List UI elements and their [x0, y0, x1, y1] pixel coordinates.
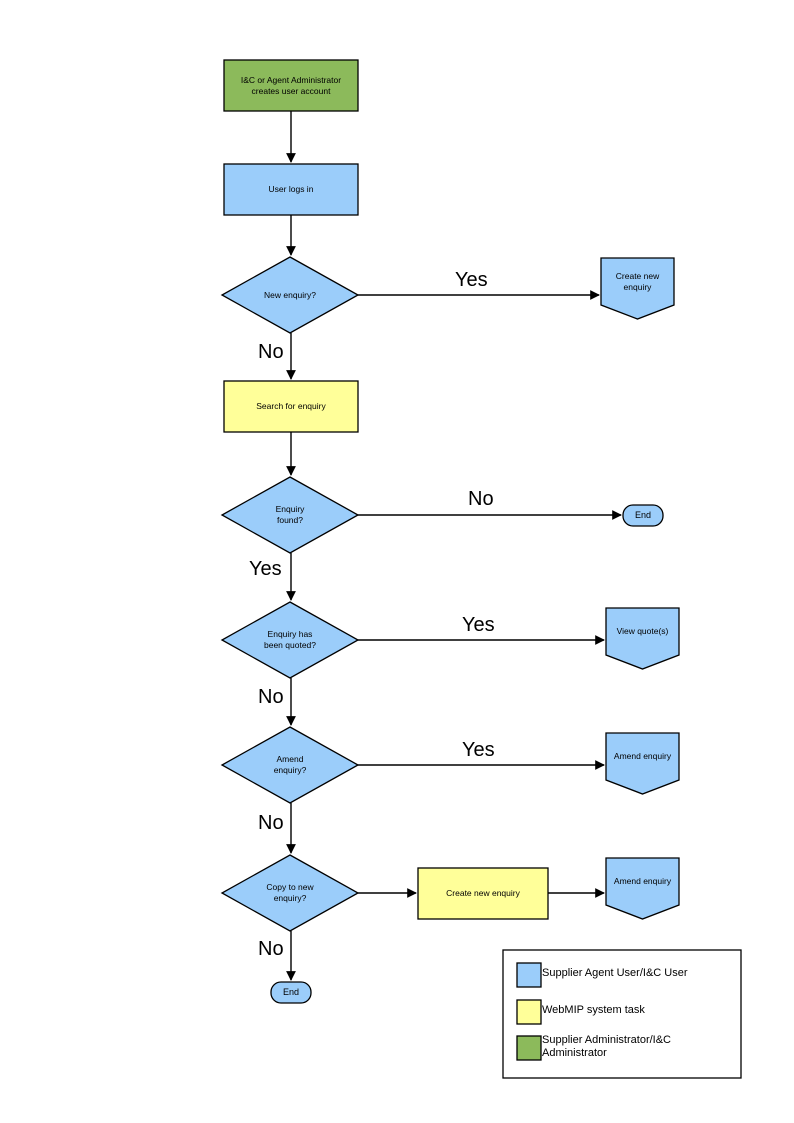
nodes — [220, 59, 680, 1004]
edge-label-no-enquiry-found: No — [468, 488, 494, 510]
node-view-quotes[interactable] — [605, 607, 680, 670]
edge-label-yes-new-enquiry: Yes — [455, 269, 488, 291]
node-new-enquiry-decision[interactable] — [220, 256, 360, 334]
edges — [286, 111, 622, 981]
edge-label-yes-enquiry-quoted: Yes — [462, 614, 495, 636]
edge-label-no-copy-to-new: No — [258, 938, 284, 960]
edge-label-no-amend-enquiry: No — [258, 812, 284, 834]
node-label-end-not-found: End — [634, 510, 651, 520]
edge-label-yes-enquiry-found: Yes — [249, 558, 282, 580]
legend-border — [502, 949, 742, 1079]
node-create-new-enquiry-top[interactable] — [600, 257, 675, 320]
legend-label-user: Supplier Agent User/I&C User — [542, 967, 688, 979]
edge-label-yes-amend-enquiry: Yes — [462, 739, 495, 761]
edge-label-no-new-enquiry: No — [258, 341, 284, 363]
node-end-final[interactable] — [270, 981, 312, 1004]
node-search-for-enquiry[interactable] — [223, 380, 359, 433]
legend-label-system: WebMIP system task — [542, 1004, 645, 1016]
node-enquiry-quoted-decision[interactable] — [220, 601, 360, 679]
node-amend-enquiry-decision[interactable] — [220, 726, 360, 804]
edge-label-no-enquiry-quoted: No — [258, 686, 284, 708]
node-amend-enquiry-action[interactable] — [605, 732, 680, 795]
legend-swatch-user — [516, 962, 542, 988]
legend-swatch-system — [516, 999, 542, 1025]
node-user-logs-in[interactable] — [223, 163, 359, 216]
node-copy-to-new-decision[interactable] — [220, 854, 360, 932]
legend-swatch-admin — [516, 1035, 542, 1061]
node-label-end-final: End — [282, 987, 299, 997]
node-admin-creates-account[interactable] — [223, 59, 359, 112]
node-end-not-found[interactable] — [622, 504, 664, 527]
node-create-new-enquiry-bottom[interactable] — [417, 867, 549, 920]
legend-label-admin: Supplier Administrator/I&C Administrator — [542, 1034, 671, 1059]
legend — [502, 949, 742, 1079]
node-enquiry-found-decision[interactable] — [220, 476, 360, 554]
node-amend-enquiry-action-2[interactable] — [605, 857, 680, 920]
